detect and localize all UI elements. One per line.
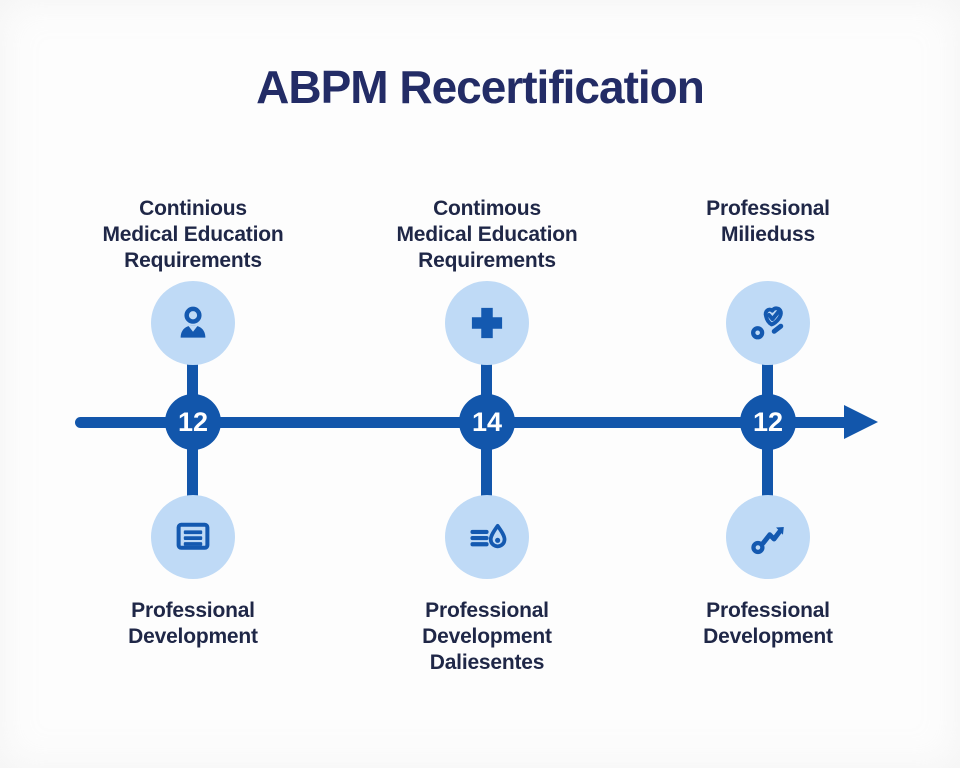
- timeline-arrowhead-icon: [844, 405, 878, 439]
- milestone-1-bottom-label: Professional Development: [128, 599, 258, 648]
- milestone-3-bottom-icon-circle: [726, 495, 810, 579]
- milestone-1-number: 12: [177, 406, 209, 437]
- milestone-2-bottom-connector: [481, 424, 492, 500]
- milestone-1-top-icon-circle: [151, 281, 235, 365]
- milestone-1-top-connector: [187, 358, 198, 424]
- milestone-2-bottom-label: Professional Development Daliesentes: [422, 599, 552, 674]
- medical-cross-icon: [464, 300, 510, 346]
- milestone-3-number: 12: [752, 406, 784, 437]
- milestone-1-top-label: Continious Medical Education Requirement…: [102, 197, 284, 272]
- user-icon: [170, 300, 216, 346]
- milestone-2-number: 14: [471, 406, 503, 437]
- milestone-1-node: 12: [165, 394, 221, 450]
- milestone-3-top-connector: [762, 358, 773, 424]
- milestone-3-bottom-label: Professional Development: [703, 599, 833, 648]
- milestone-2-top-icon-circle: [445, 281, 529, 365]
- list-droplet-icon: [464, 514, 510, 560]
- milestone-3-bottom-connector: [762, 424, 773, 500]
- milestone-2-top-label: Contimous Medical Education Requirements: [396, 197, 578, 272]
- heart-check-icon: [745, 300, 791, 346]
- milestone-3-top-label: Professional Milieduss: [706, 197, 830, 246]
- trend-arrow-icon: [745, 514, 791, 560]
- milestone-2-node: 14: [459, 394, 515, 450]
- milestone-3-top-icon-circle: [726, 281, 810, 365]
- milestone-2-top-connector: [481, 358, 492, 424]
- milestone-1-bottom-connector: [187, 424, 198, 500]
- page-title: ABPM Recertification: [256, 61, 705, 113]
- milestone-1-bottom-icon-circle: [151, 495, 235, 579]
- document-lines-icon: [170, 514, 216, 560]
- milestone-3-node: 12: [740, 394, 796, 450]
- milestone-2-bottom-icon-circle: [445, 495, 529, 579]
